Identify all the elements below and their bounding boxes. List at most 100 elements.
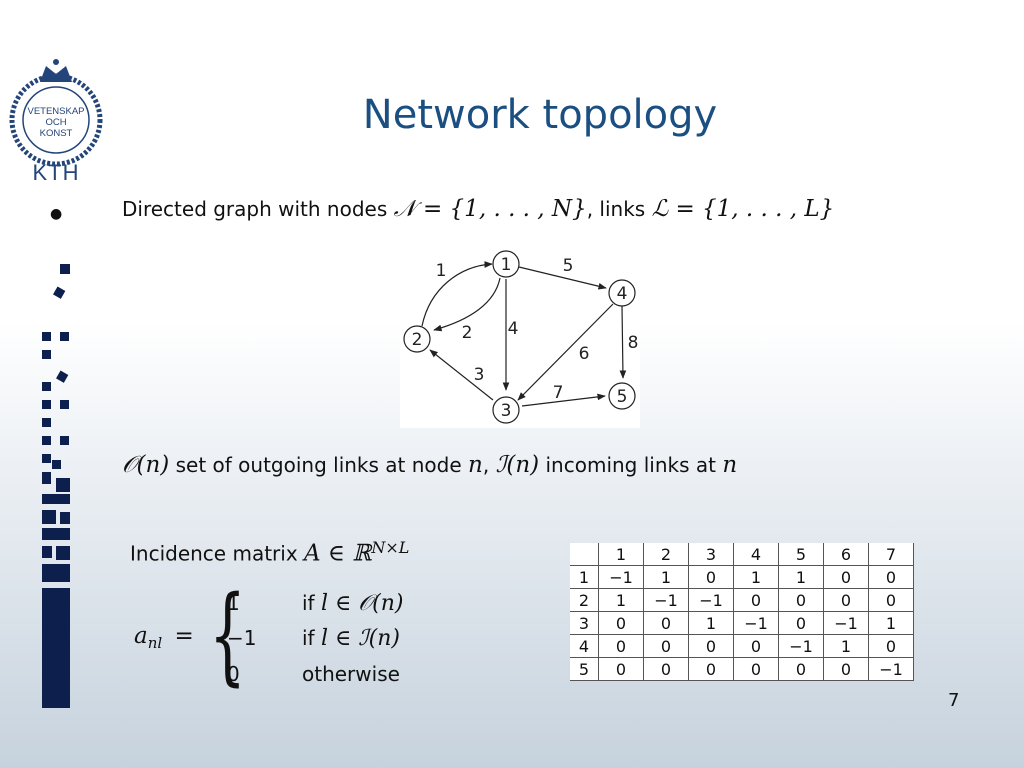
matrix-cell: 0 (733, 588, 779, 612)
graph-node-label: 3 (501, 401, 512, 421)
matrix-col-header: 7 (868, 543, 914, 566)
matrix-cell: 1 (643, 565, 689, 589)
graph-link-label: 1 (436, 261, 447, 281)
formula-case-value: −1 (227, 626, 257, 650)
matrix-cell: 0 (688, 657, 734, 681)
matrix-cell: 0 (778, 611, 824, 635)
kth-seal-logo: VETENSKAP OCH KONST (9, 59, 103, 167)
links-set-math: ℒ = {1, . . . , L} (651, 196, 835, 222)
matrix-col-header: 6 (823, 543, 869, 566)
matrix-col-header: 1 (598, 543, 644, 566)
formula-lhs: anl = (134, 623, 194, 652)
svg-text:OCH: OCH (45, 117, 66, 128)
matrix-cell: 0 (688, 565, 734, 589)
matrix-cell: 1 (868, 611, 914, 635)
graph-edge-6 (517, 303, 614, 401)
formula-case-condition: otherwise (302, 662, 400, 686)
graph-link-label: 5 (563, 256, 574, 276)
matrix-cell: 0 (733, 634, 779, 658)
matrix-row: 4 0 0 0 0 −1 1 0 (570, 634, 914, 658)
matrix-cell: 0 (868, 634, 914, 658)
matrix-cell: 1 (778, 565, 824, 589)
matrix-row-header: 1 (570, 565, 599, 589)
graph-link-label: 7 (553, 383, 564, 403)
formula-case-math: l ∈ 𝒪(n) (320, 591, 404, 616)
graph-node-4 (608, 279, 636, 307)
svg-text:KONST: KONST (40, 128, 73, 139)
matrix-cell: 0 (778, 657, 824, 681)
formula-case-condition: if l ∈ ℐ(n) (302, 626, 400, 651)
matrix-row-header: 5 (570, 657, 599, 681)
graph-link-label: 6 (579, 344, 590, 364)
graph-node-3 (492, 396, 520, 424)
graph-link-label: 8 (628, 333, 639, 353)
matrix-cell: −1 (868, 657, 914, 681)
graph-node-label: 4 (617, 284, 628, 304)
graph-node-5 (608, 382, 636, 410)
matrix-cell: −1 (778, 634, 824, 658)
formula-case-math: l ∈ ℐ(n) (320, 626, 400, 651)
formula-equals: = (174, 623, 194, 649)
svg-text:VETENSKAP: VETENSKAP (27, 106, 84, 117)
formula-lhs-sub: nl (147, 634, 163, 652)
matrix-row: 5 0 0 0 0 0 0 −1 (570, 657, 914, 681)
matrix-cell: 1 (823, 634, 869, 658)
matrix-cell: 1 (688, 611, 734, 635)
matrix-cell: −1 (598, 565, 644, 589)
matrix-cell: 0 (733, 657, 779, 681)
formula-case-if: if (302, 626, 321, 650)
matrix-cell: 0 (868, 565, 914, 589)
matrix-cell: −1 (733, 611, 779, 635)
sets-comma: , (482, 453, 496, 477)
incoming-set-text: incoming links at (539, 453, 723, 477)
matrix-cell: −1 (688, 588, 734, 612)
formula-case-value: 0 (227, 662, 240, 686)
incidence-label: Incidence matrix (130, 541, 305, 566)
matrix-row-header: 4 (570, 634, 599, 658)
outgoing-set-text: set of outgoing links at node (169, 453, 469, 477)
matrix-cell: 0 (598, 634, 644, 658)
matrix-cell: 0 (688, 634, 734, 658)
graph-link-label: 4 (508, 319, 519, 339)
left-decoration-strip (42, 264, 70, 708)
matrix-row: 2 1 −1 −1 0 0 0 0 (570, 588, 914, 612)
graph-edge-3 (429, 349, 494, 401)
matrix-row: 3 0 0 1 −1 0 −1 1 (570, 611, 914, 635)
formula-case-condition: if l ∈ 𝒪(n) (302, 591, 403, 616)
formula-brace: { (209, 573, 247, 696)
incidence-matrix-heading: Incidence matrix A ∈ ℝN×L (130, 538, 409, 567)
outgoing-set-math: 𝒪(n) (122, 452, 170, 478)
graph-edge-2 (433, 277, 501, 332)
matrix-cell: −1 (823, 611, 869, 635)
directed-graph: 1 2 3 4 5 1 2 3 4 5 6 7 8 (400, 248, 640, 428)
matrix-col-header: 2 (643, 543, 689, 566)
matrix-cell: 0 (823, 565, 869, 589)
matrix-cell: 0 (868, 588, 914, 612)
kth-logo-text: KTH (32, 160, 80, 185)
matrix-cell: 0 (598, 657, 644, 681)
graph-edge-8 (619, 305, 627, 379)
graph-link-label: 3 (474, 365, 485, 385)
incidence-math: A ∈ ℝ (304, 540, 372, 567)
matrix-cell: 0 (643, 634, 689, 658)
node-var-math: n (722, 452, 738, 478)
slide-title: Network topology (362, 92, 718, 138)
matrix-cell: 1 (733, 565, 779, 589)
matrix-cell: 0 (778, 588, 824, 612)
graph-link-label: 2 (462, 323, 473, 343)
incoming-set-math: ℐ(n) (495, 452, 540, 478)
matrix-cell: 0 (598, 611, 644, 635)
graph-edge-1 (421, 261, 493, 327)
formula-case-otherwise: otherwise (302, 662, 400, 686)
graph-node-label: 2 (412, 330, 423, 350)
nodes-set-math: 𝒩 = {1, . . . , N} (393, 196, 587, 222)
incidence-formula: anl = { 1 if l ∈ 𝒪(n) −1 if l ∈ ℐ(n) 0 o… (134, 573, 454, 696)
bullet-text-middle: , links (586, 197, 652, 221)
matrix-col-header: 3 (688, 543, 734, 566)
matrix-cell: 0 (643, 657, 689, 681)
formula-case-if: if (302, 591, 321, 615)
matrix-cell: −1 (643, 588, 689, 612)
graph-node-label: 1 (501, 255, 512, 275)
matrix-cell: 1 (598, 588, 644, 612)
graph-edge-7 (521, 393, 606, 407)
